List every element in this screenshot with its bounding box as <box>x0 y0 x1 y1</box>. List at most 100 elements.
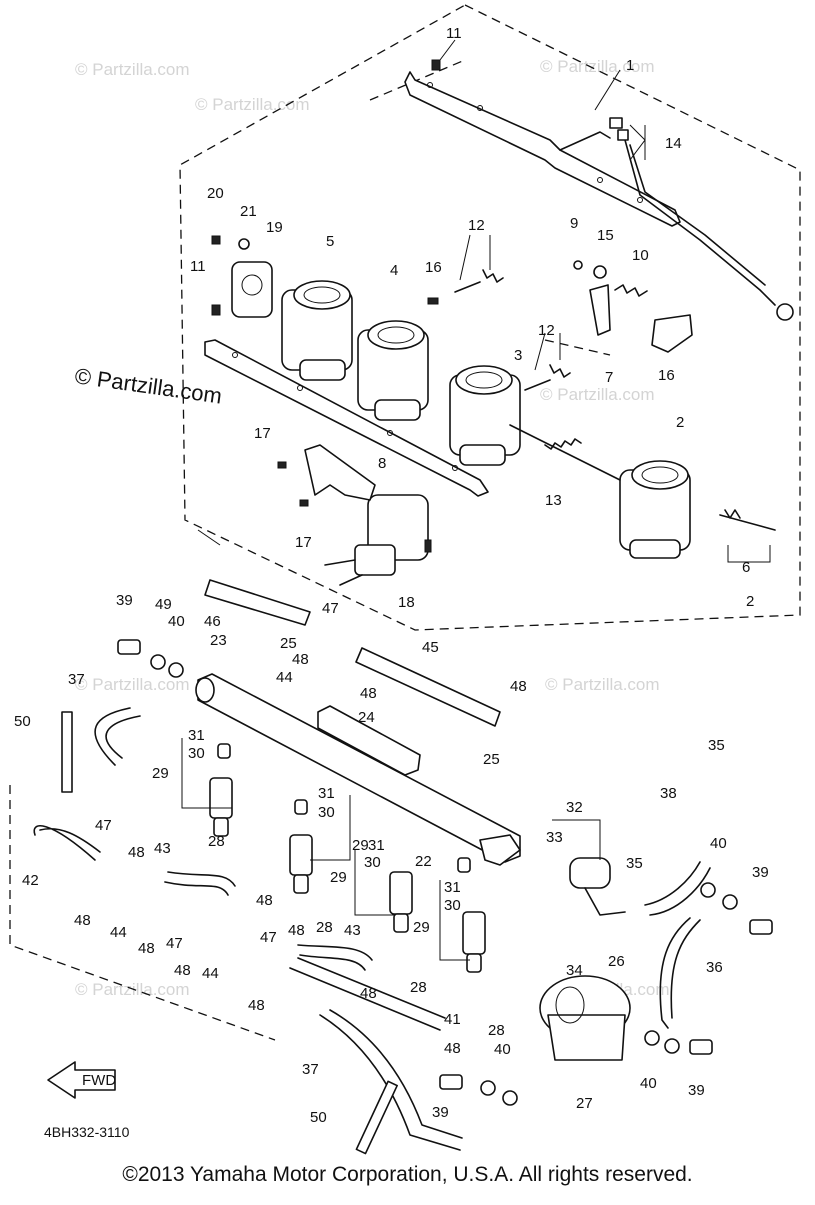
callout-40: 40 <box>640 1075 657 1092</box>
callout-26: 26 <box>608 953 625 970</box>
callout-48: 48 <box>288 922 305 939</box>
callout-16: 16 <box>658 367 675 384</box>
callout-39: 39 <box>688 1082 705 1099</box>
callout-48: 48 <box>174 962 191 979</box>
linkage-shaft <box>509 424 621 481</box>
callout-48: 48 <box>510 678 527 695</box>
callouts: 1 2 2 3 4 5 6 7 8 9 10 11 11 12 12 13 14… <box>14 25 769 1126</box>
injector <box>389 871 413 933</box>
callout-38: 38 <box>660 785 677 802</box>
callout-48: 48 <box>360 685 377 702</box>
callout-48: 48 <box>360 985 377 1002</box>
callout-49: 49 <box>155 596 172 613</box>
callout-12: 12 <box>468 217 485 234</box>
injector <box>209 743 233 837</box>
hose-37-top <box>94 707 141 766</box>
callout-31: 31 <box>444 879 461 896</box>
callout-25: 25 <box>483 751 500 768</box>
watermark: © Partzilla.com <box>545 675 660 694</box>
callout-50: 50 <box>14 713 31 730</box>
callout-33: 33 <box>546 829 563 846</box>
callout-43: 43 <box>344 922 361 939</box>
callout-30: 30 <box>318 804 335 821</box>
callout-29: 29 <box>413 919 430 936</box>
callout-32: 32 <box>566 799 583 816</box>
callout-34: 34 <box>566 962 583 979</box>
callout-30: 30 <box>188 745 205 762</box>
callout-4: 4 <box>390 262 398 279</box>
bottom-bracket <box>204 339 489 497</box>
throttle-body-4 <box>357 320 429 421</box>
fwd-label: FWD <box>82 1072 116 1089</box>
callout-39: 39 <box>752 864 769 881</box>
callout-30: 30 <box>364 854 381 871</box>
callout-17: 17 <box>254 425 271 442</box>
callout-47: 47 <box>166 935 183 952</box>
throttle-body-3 <box>449 365 521 466</box>
linkage-arm <box>589 284 693 353</box>
callout-40: 40 <box>168 613 185 630</box>
small-hardware <box>211 59 776 553</box>
hose-45 <box>355 647 501 727</box>
hose-42 <box>33 825 101 861</box>
callout-28: 28 <box>316 919 333 936</box>
hose-36 <box>659 917 691 1029</box>
callout-45: 45 <box>422 639 439 656</box>
callout-14: 14 <box>665 135 682 152</box>
callout-21: 21 <box>240 203 257 220</box>
leader-lines <box>181 39 771 961</box>
callout-29: 29 <box>152 765 169 782</box>
callout-42: 42 <box>22 872 39 889</box>
callout-10: 10 <box>632 247 649 264</box>
hose-37-bottom <box>319 1009 463 1151</box>
callout-1: 1 <box>626 57 634 74</box>
banjo-hardware <box>117 639 773 1106</box>
callout-5: 5 <box>326 233 334 250</box>
callout-28: 28 <box>410 979 427 996</box>
hose-38 <box>644 861 711 916</box>
cable-tie <box>61 711 73 793</box>
hose-41 <box>289 957 446 1031</box>
actuator-18 <box>324 494 429 586</box>
callout-48: 48 <box>292 651 309 668</box>
callout-24: 24 <box>358 709 375 726</box>
callout-44: 44 <box>110 924 127 941</box>
callout-47: 47 <box>95 817 112 834</box>
callout-44: 44 <box>276 669 293 686</box>
callout-48: 48 <box>444 1040 461 1057</box>
callout-22: 22 <box>415 853 432 870</box>
throttle-cable <box>609 117 794 321</box>
callout-17: 17 <box>295 534 312 551</box>
callout-48: 48 <box>138 940 155 957</box>
hose-43 <box>164 871 236 896</box>
sensor-19 <box>231 261 273 318</box>
callout-12: 12 <box>538 322 555 339</box>
callout-40: 40 <box>710 835 727 852</box>
callout-3: 3 <box>514 347 522 364</box>
fuel-rail <box>195 673 521 866</box>
watermark: © Partzilla.com <box>540 57 655 76</box>
callout-50: 50 <box>310 1109 327 1126</box>
callout-39: 39 <box>116 592 133 609</box>
callout-11: 11 <box>190 258 206 275</box>
watermark: © Partzilla.com <box>540 385 655 404</box>
callout-39: 39 <box>432 1104 449 1121</box>
callout-20: 20 <box>207 185 224 202</box>
callout-2: 2 <box>676 414 684 431</box>
throttle-body-5 <box>281 280 353 381</box>
callout-35: 35 <box>626 855 643 872</box>
injector <box>457 857 486 973</box>
top-bracket <box>404 71 681 227</box>
throttle-body-2 <box>619 460 691 559</box>
fuel-filter <box>539 975 631 1061</box>
drawing-code: 4BH332-3110 <box>44 1124 130 1140</box>
hose-group-outline <box>9 785 276 1041</box>
assembly-outline <box>179 4 801 631</box>
callout-36: 36 <box>706 959 723 976</box>
callout-30: 30 <box>444 897 461 914</box>
hose-46 <box>204 579 311 626</box>
watermark-main: © Partzilla.com <box>73 363 223 408</box>
callout-28: 28 <box>488 1022 505 1039</box>
fwd-arrow-icon: FWD <box>47 1061 116 1099</box>
bracket-17 <box>304 444 376 501</box>
